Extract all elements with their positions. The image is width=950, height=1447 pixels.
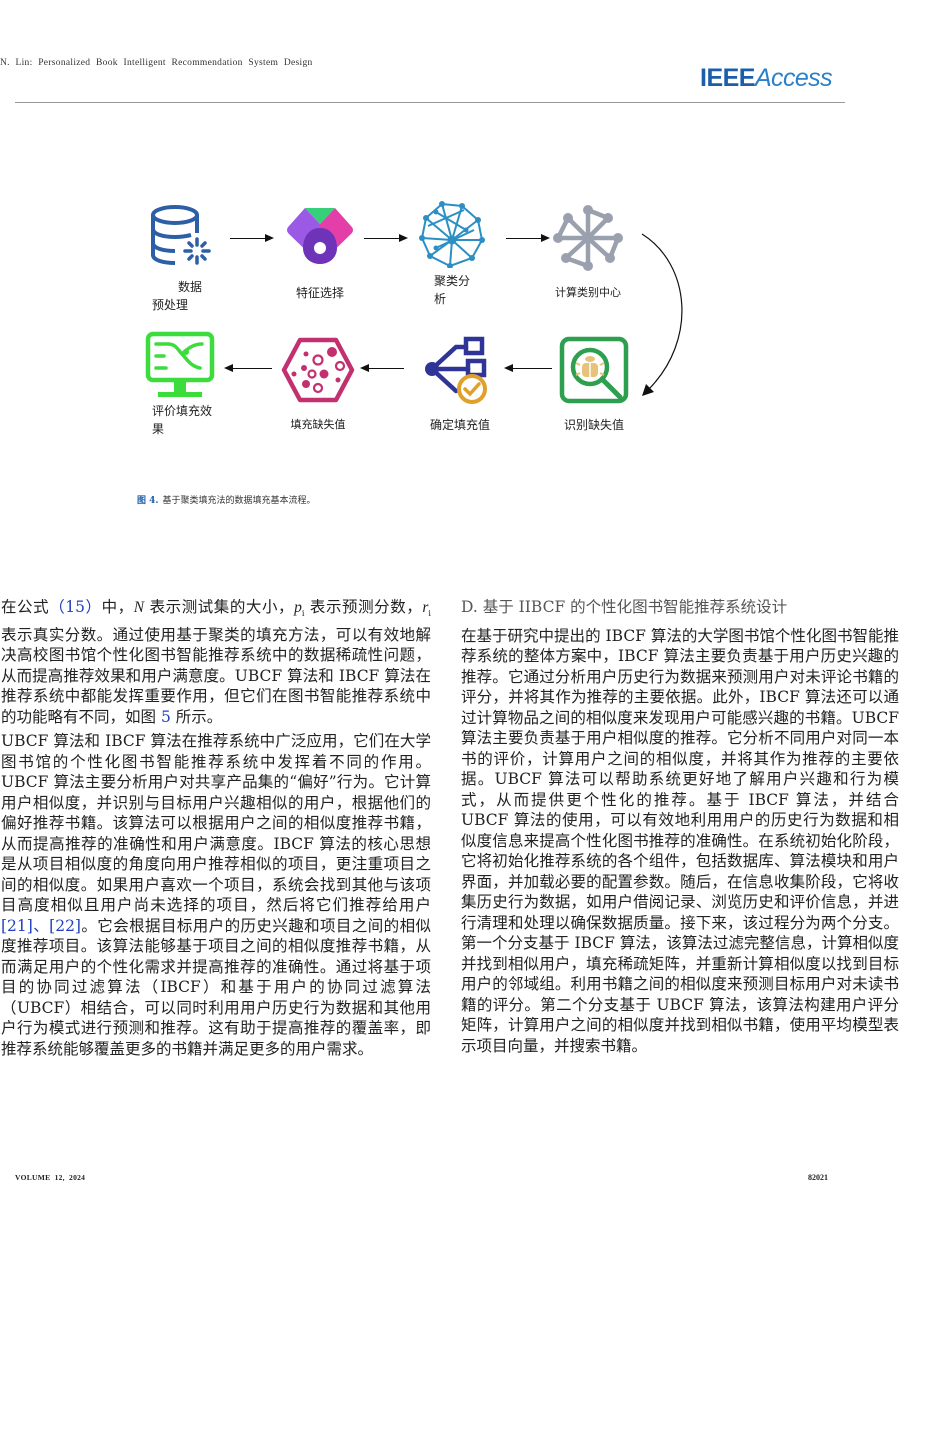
node-label: 计算类别中心 (555, 286, 621, 299)
math-subscript: i (428, 609, 431, 619)
citation-link[interactable]: [21] (1, 916, 33, 935)
arrow-left (360, 364, 404, 372)
database-icon (140, 200, 220, 272)
node-label: 确定填充值 (429, 418, 490, 432)
text: 表示预测分数， (304, 598, 423, 616)
text: 、 (32, 916, 50, 935)
text: UBCF 算法和 IBCF 算法在推荐系统中广泛应用，它们在大学图书馆的个性化图… (1, 732, 431, 915)
page-number: 82021 (808, 1173, 828, 1182)
node-compute-center: 计算类别中心 (548, 202, 628, 302)
figure-4-flowchart: 数据 预处理 特征选择 (130, 190, 710, 470)
logo-access: Access (754, 64, 833, 92)
section-heading: D. 基于 IIBCF 的个性化图书智能推荐系统设计 (461, 598, 788, 616)
text: 所示。 (170, 707, 223, 726)
right-column: D. 基于 IIBCF 的个性化图书智能推荐系统设计 在基于研究中提出的 IBC… (461, 597, 899, 1060)
left-column: 在公式（15）中，N 表示测试集的大小，pi 表示预测分数，ri 表示真实分数。… (1, 597, 431, 1063)
math-var: N (133, 599, 145, 616)
text: 表示真实分数。通过使用基于聚类的填充方法，可以有效地解决高校图书馆个性化图书智能… (1, 625, 431, 726)
math-var: r (422, 599, 429, 616)
arrow-right (364, 234, 408, 242)
arrow-left (224, 364, 272, 372)
arrow-right (506, 234, 550, 242)
arrow-left (504, 364, 552, 372)
text: 表示测试集的大小， (144, 598, 295, 616)
arrow-right (230, 234, 274, 242)
header-rule (15, 102, 845, 103)
text: 中， (101, 598, 134, 616)
hub-icon (548, 202, 628, 274)
text: 。它会根据目标用户的历史兴趣和项目之间的相似度推荐项目。该算法能够基于项目之间的… (1, 916, 431, 1058)
node-determine-fill: 确定填充值 (420, 334, 500, 434)
logo-ieee: IEEE (700, 64, 755, 92)
paragraph: 在公式（15）中，N 表示测试集的大小，pi 表示预测分数，ri 表示真实分数。… (1, 597, 431, 727)
monitor-icon (140, 330, 220, 402)
node-data-preprocess: 数据 预处理 (140, 200, 220, 314)
figure-number: 图 4. (137, 496, 159, 506)
bug-search-icon (554, 334, 634, 406)
node-cluster-analysis: 聚类分 析 (412, 198, 492, 308)
figure-caption: 图 4.基于聚类填充法的数据填充基本流程。 (137, 493, 316, 506)
node-label: 数据 预处理 (152, 278, 202, 314)
label-line-2: 析 (434, 292, 447, 306)
node-label: 识别缺失值 (563, 418, 624, 432)
node-evaluate-fill: 评价填充效 果 (140, 330, 220, 438)
node-label: 填充缺失值 (290, 418, 346, 431)
text: 在公式 (1, 598, 50, 616)
network-sphere-icon (412, 198, 492, 270)
equation-link[interactable]: （15） (49, 598, 102, 616)
node-label: 特征选择 (295, 286, 344, 300)
label-line-2: 果 (152, 422, 165, 436)
paragraph: UBCF 算法和 IBCF 算法在推荐系统中广泛应用，它们在大学图书馆的个性化图… (1, 731, 431, 1059)
node-identify-missing: 识别缺失值 (554, 334, 634, 434)
volume-info: VOLUME 12, 2024 (15, 1173, 86, 1182)
figure-link[interactable]: 5 (160, 707, 171, 726)
label-line-1: 评价填充效 (152, 404, 213, 418)
math-var: p (294, 599, 302, 616)
paragraph: 在基于研究中提出的 IBCF 算法的大学图书馆个性化图书智能推荐系统的整体方案中… (461, 626, 899, 1055)
label-line-1: 聚类分 (434, 274, 471, 288)
node-label: 评价填充效 果 (140, 402, 212, 438)
node-feature-select: 特征选择 (280, 200, 360, 302)
math-subscript: i (301, 609, 305, 619)
node-fill-missing: 填充缺失值 (278, 334, 358, 434)
curved-arrow (641, 233, 683, 396)
running-head: N. Lin: Personalized Book Intelligent Re… (0, 58, 313, 68)
ieee-access-logo: IEEEAccess (700, 64, 833, 92)
label-line-2: 预处理 (151, 298, 188, 312)
branch-check-icon (420, 334, 500, 406)
node-label: 聚类分 析 (412, 272, 470, 308)
feature-gem-icon (280, 200, 360, 272)
citation-link[interactable]: [22] (49, 916, 81, 935)
hexagon-dots-icon (278, 334, 358, 406)
caption-text: 基于聚类填充法的数据填充基本流程。 (162, 496, 316, 506)
label-line-1: 数据 (177, 280, 202, 294)
